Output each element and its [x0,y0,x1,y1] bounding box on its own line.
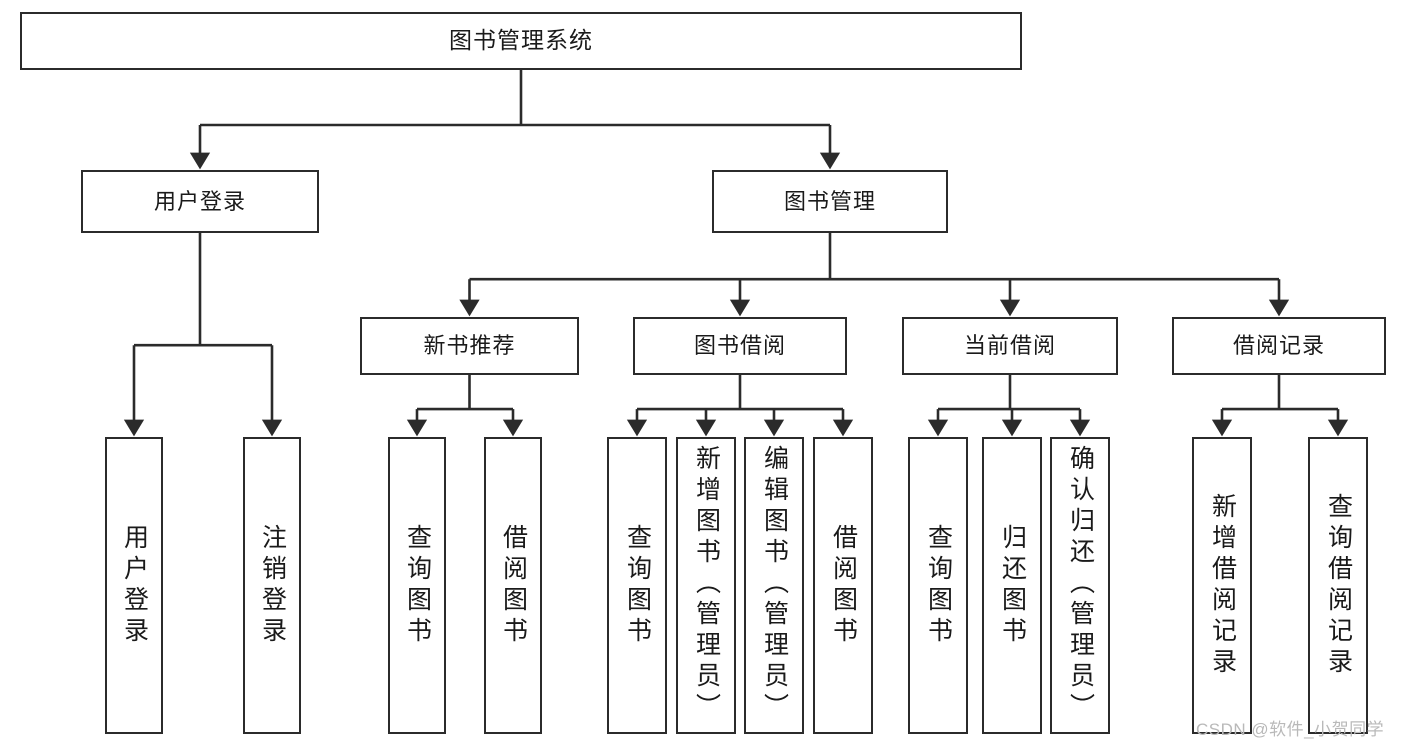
node-label: 图书管理系统 [449,27,593,54]
node-leaf-return-book[interactable]: 归还图书 [982,437,1042,734]
node-leaf-borrow-book-2[interactable]: 借阅图书 [813,437,873,734]
node-label: 当前借阅 [963,333,1056,359]
node-leaf-edit-book[interactable]: 编辑图书（管理员） [744,437,804,734]
node-label: 用户登录 [120,523,149,648]
node-root[interactable]: 图书管理系统 [20,12,1022,70]
node-new-book-recommend[interactable]: 新书推荐 [360,317,579,375]
node-leaf-borrow-book-1[interactable]: 借阅图书 [484,437,542,734]
watermark-text: CSDN @软件_小贺同学 [1196,720,1385,739]
node-book-manage[interactable]: 图书管理 [712,170,948,233]
node-label: 新增借阅记录 [1208,492,1237,679]
node-label: 借阅图书 [829,523,858,648]
node-label: 归还图书 [998,523,1027,648]
node-label: 查询图书 [403,523,432,648]
node-leaf-query-book-1[interactable]: 查询图书 [388,437,446,734]
node-borrow-record[interactable]: 借阅记录 [1172,317,1386,375]
node-label: 查询借阅记录 [1324,492,1353,679]
node-leaf-logout[interactable]: 注销登录 [243,437,301,734]
node-label: 查询图书 [623,523,652,648]
node-book-borrow[interactable]: 图书借阅 [633,317,847,375]
node-label: 确认归还（管理员） [1066,445,1095,724]
node-label: 借阅记录 [1232,333,1325,359]
node-leaf-confirm-return[interactable]: 确认归还（管理员） [1050,437,1110,734]
node-label: 新增图书（管理员） [692,445,721,724]
node-label: 用户登录 [153,188,246,214]
node-label: 注销登录 [258,523,287,648]
node-leaf-user-login[interactable]: 用户登录 [105,437,163,734]
node-label: 借阅图书 [499,523,528,648]
node-leaf-query-record[interactable]: 查询借阅记录 [1308,437,1368,734]
node-leaf-query-book-3[interactable]: 查询图书 [908,437,968,734]
node-leaf-query-book-2[interactable]: 查询图书 [607,437,667,734]
node-label: 新书推荐 [423,333,516,359]
node-current-borrow[interactable]: 当前借阅 [902,317,1118,375]
node-leaf-add-record[interactable]: 新增借阅记录 [1192,437,1252,734]
node-label: 图书管理 [783,188,876,214]
node-leaf-add-book[interactable]: 新增图书（管理员） [676,437,736,734]
node-label: 编辑图书（管理员） [760,445,789,724]
node-user-login[interactable]: 用户登录 [81,170,319,233]
node-label: 查询图书 [924,523,953,648]
node-label: 图书借阅 [693,333,786,359]
